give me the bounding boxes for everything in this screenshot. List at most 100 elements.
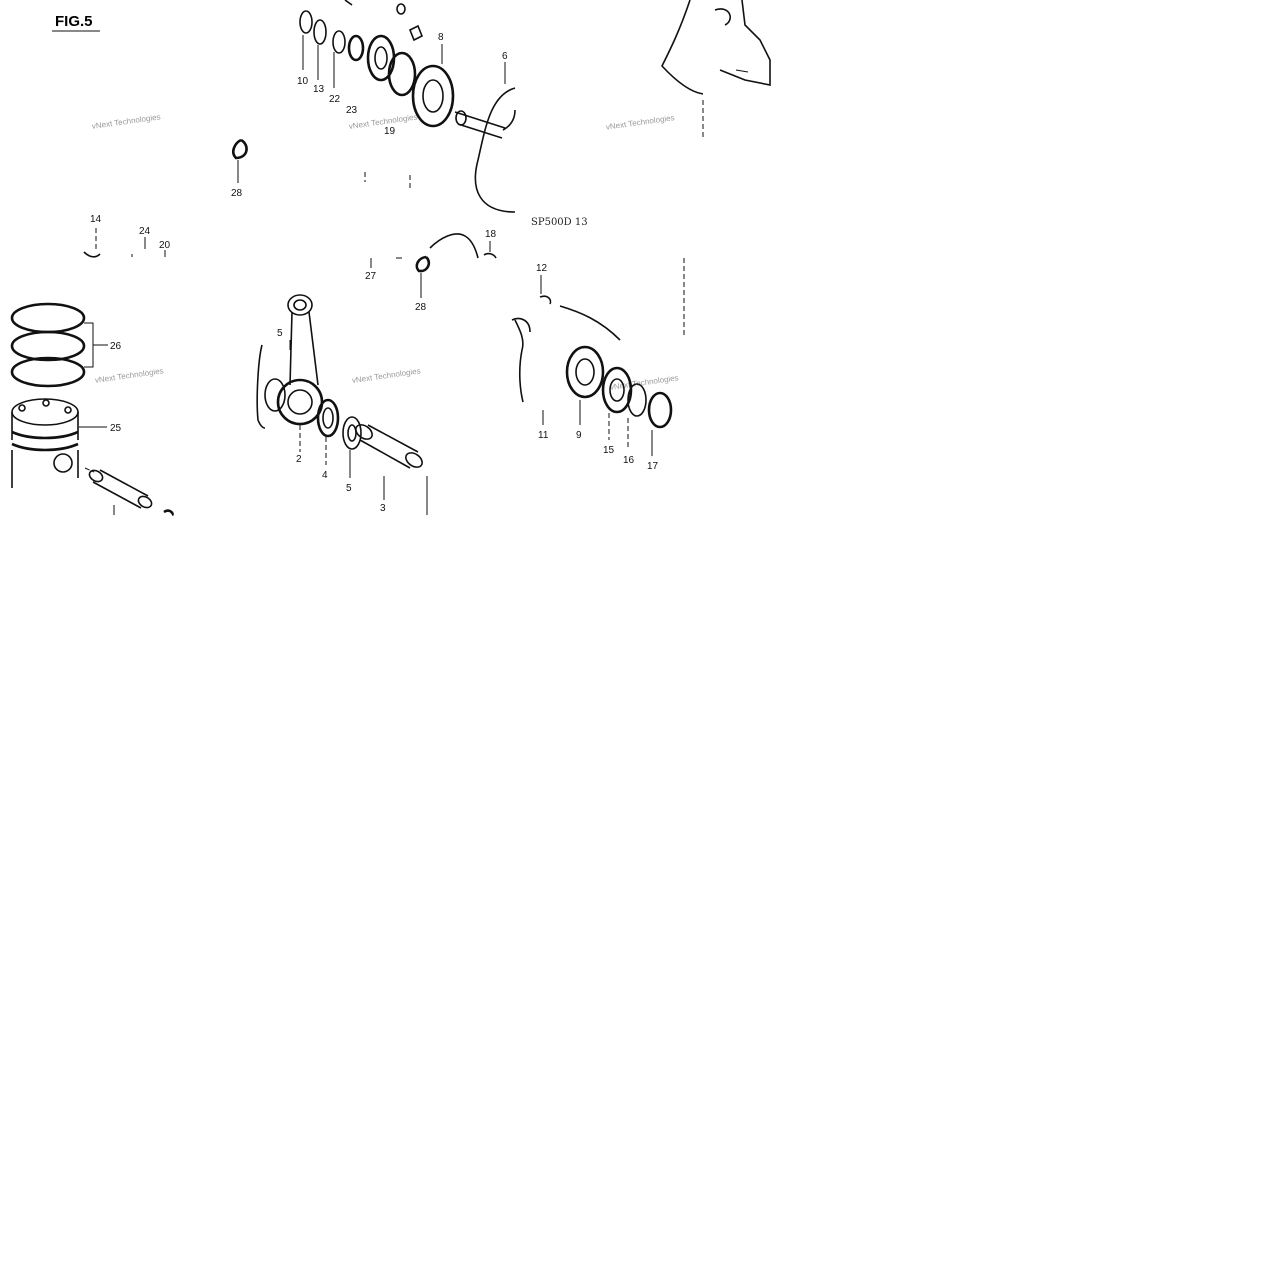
big-end-bore (287, 389, 313, 415)
callout-27: 27 (365, 271, 377, 282)
callout-25: 25 (110, 423, 122, 434)
gear-secondary (387, 51, 417, 97)
callout-28-lower: 28 (415, 302, 427, 313)
callout-19: 19 (384, 126, 396, 137)
crank-web-left (256, 344, 266, 429)
callout-12: 12 (536, 263, 548, 274)
callout-5-upper: 5 (277, 328, 283, 339)
watermark-text: vNext Technologies (94, 366, 164, 385)
pin-part (344, 0, 353, 6)
watermark-group: vNext Technologies (91, 112, 161, 131)
small-nut (396, 3, 406, 15)
thrust-washer-part-5 (264, 378, 286, 412)
figure-title: FIG.5 (55, 13, 93, 30)
callout-23: 23 (346, 105, 358, 116)
bearing-inner-9 (575, 358, 595, 386)
callout-3: 3 (380, 503, 386, 514)
piston-groove-1 (11, 430, 79, 440)
piston-crown (11, 398, 79, 426)
piston-rings-part-26 (10, 302, 108, 388)
crown-mark (64, 406, 72, 414)
pin-clip (163, 509, 174, 517)
circlip-part-28-upper (232, 138, 248, 183)
bearing-part-9 (565, 345, 605, 399)
sprocket-bore (609, 378, 625, 402)
key-part (408, 24, 424, 42)
piston-pin (92, 469, 149, 509)
callout-24: 24 (139, 226, 151, 237)
crankcase-fragment (661, 0, 771, 138)
callout-15: 15 (603, 445, 615, 456)
circlip-part-28-lower (415, 255, 431, 273)
piston-groove-2 (11, 442, 79, 452)
washer-part-10 (299, 10, 313, 34)
callout-20: 20 (159, 240, 171, 251)
watermark-group: vNext Technologies (351, 366, 421, 385)
sprocket-part-15 (601, 366, 633, 414)
callout-8: 8 (438, 32, 444, 43)
piston-part-25 (11, 398, 174, 517)
callout-4: 4 (322, 470, 328, 481)
crank-pin-end (355, 424, 373, 440)
callout-10: 10 (297, 76, 309, 87)
crank-pin-end (405, 452, 423, 468)
crankshaft-gear-assembly (299, 0, 516, 213)
washer-bore (347, 424, 357, 442)
watermark-group: vNext Technologies (605, 113, 675, 132)
ring-part-13 (313, 19, 327, 45)
callout-13: 13 (313, 84, 325, 95)
bearing-cap-part-18 (429, 233, 479, 259)
small-end-bore (293, 299, 307, 311)
watermark-text: vNext Technologies (91, 112, 161, 131)
bearing-part-8 (411, 64, 455, 128)
cap-edge (483, 252, 497, 259)
crankcase-detail (714, 8, 731, 26)
upper-leaders (302, 35, 506, 88)
crank-pin-part-3 (359, 424, 419, 469)
callout-22: 22 (329, 94, 341, 105)
callout-5-lower: 5 (346, 483, 352, 494)
piston-lower-skirt (11, 450, 79, 488)
crankcase-bolt (735, 69, 749, 73)
washer-part-16 (627, 383, 647, 417)
watermark-group: vNext Technologies (94, 366, 164, 385)
washer-part-5 (342, 416, 362, 450)
callout-26: 26 (110, 341, 122, 352)
callout-11: 11 (538, 430, 549, 441)
crank-web-detail (502, 109, 516, 131)
crankcase-outline (661, 0, 704, 95)
callout-14: 14 (90, 214, 102, 225)
piston-ring-middle (10, 330, 86, 362)
cover-bearing-assembly (511, 258, 685, 456)
small-parts-group (83, 228, 166, 258)
cover-lug (511, 317, 531, 333)
ring-bracket (84, 322, 94, 368)
crank-shaft (454, 111, 506, 139)
nut-part-17 (647, 391, 673, 429)
rod-shank (289, 311, 319, 386)
small-end (287, 294, 313, 316)
bearing-cap-group (370, 233, 497, 298)
figure-code: SP500D 13 (531, 217, 588, 228)
connecting-rod-assembly (256, 294, 428, 515)
crankcase-edge (719, 0, 771, 86)
washer-part-22 (332, 30, 346, 54)
shaft-end (455, 110, 467, 126)
watermark-text: vNext Technologies (351, 366, 421, 385)
crown-mark (42, 399, 50, 407)
callout-18: 18 (485, 229, 497, 240)
callout-16: 16 (623, 455, 635, 466)
crown-mark (18, 404, 26, 412)
part-14-shape (83, 251, 101, 258)
crank-web (474, 87, 516, 213)
callout-28-upper: 28 (231, 188, 243, 199)
piston-ring-top (10, 302, 86, 334)
needle-bearing-inner (322, 407, 334, 429)
ring-part-23 (347, 34, 365, 62)
pin-end (88, 469, 104, 483)
cover-outline (514, 305, 621, 403)
callout-9: 9 (576, 430, 582, 441)
guide-line (84, 467, 95, 473)
callout-17: 17 (647, 461, 659, 472)
